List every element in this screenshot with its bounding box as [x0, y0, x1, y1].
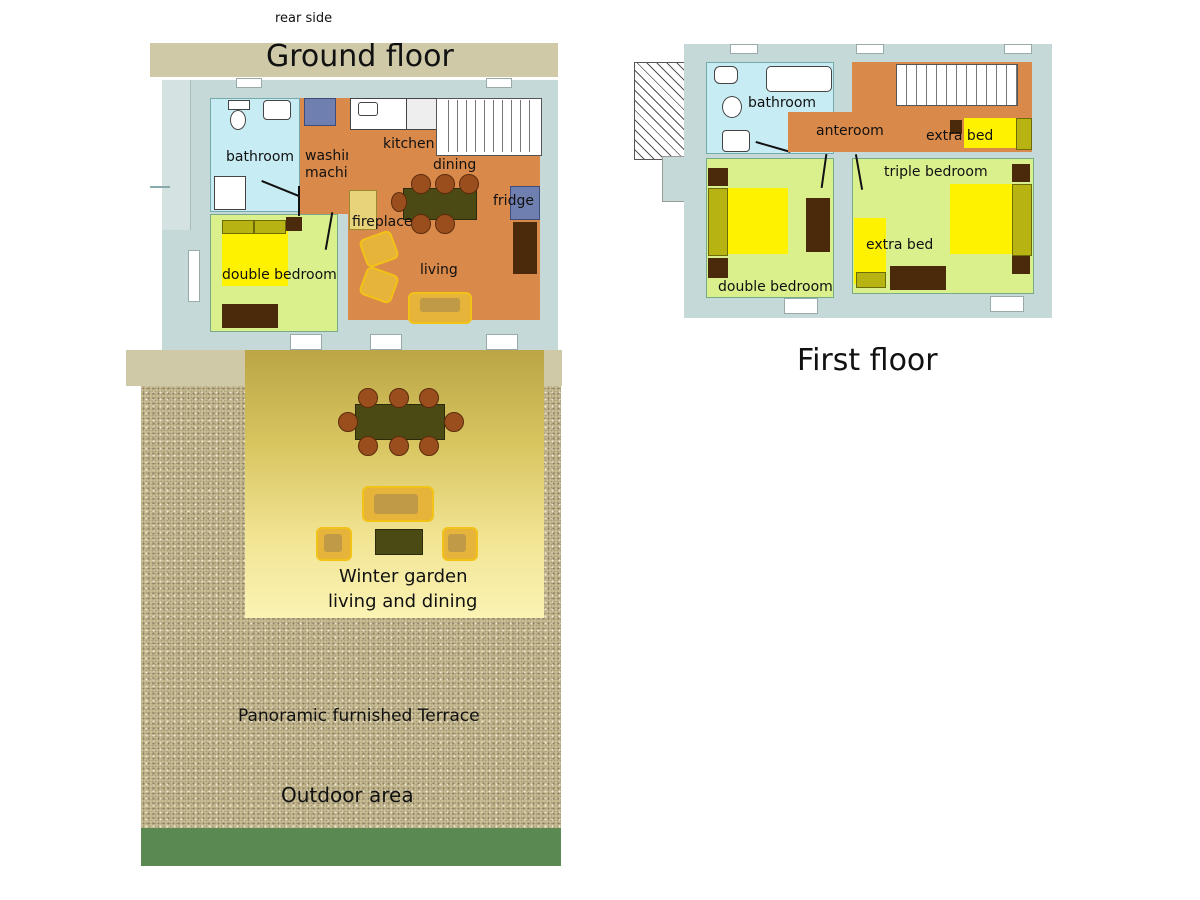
dining-chair: [358, 388, 378, 408]
fridge-icon: [510, 186, 540, 220]
wardrobe: [806, 198, 830, 252]
window: [990, 296, 1024, 312]
window: [236, 78, 262, 88]
wardrobe: [222, 304, 278, 328]
exterior-pillar: [662, 156, 688, 202]
ground-floor-ledge: [150, 186, 170, 188]
coffee-table: [375, 529, 423, 555]
ground-floor-title-band: [150, 43, 558, 77]
terrace-label: Panoramic furnished Terrace: [238, 706, 480, 726]
first-double-bedroom-label: double bedroom: [718, 279, 833, 295]
dining-chair: [435, 214, 455, 234]
dining-chair: [444, 412, 464, 432]
armchair-cushion: [324, 534, 342, 552]
toilet-icon: [722, 96, 742, 118]
staircase: [896, 64, 1018, 106]
nightstand: [950, 120, 962, 134]
dining-chair: [419, 436, 439, 456]
stove-icon: [406, 98, 438, 130]
extra-bed-top-label: extra bed: [926, 128, 994, 144]
nightstand: [1012, 164, 1030, 182]
pillow: [222, 220, 254, 234]
extra-bed-top: [964, 118, 1018, 148]
armchair-cushion: [448, 534, 466, 552]
pillow: [1016, 118, 1032, 150]
double-bed: [950, 184, 1012, 254]
window: [730, 44, 758, 54]
anteroom: [788, 112, 854, 152]
dining-label: dining: [433, 157, 477, 173]
toilet-icon: [228, 100, 250, 110]
dining-chair: [389, 436, 409, 456]
bathtub-icon: [766, 66, 832, 92]
pillow: [856, 272, 886, 288]
fireplace-label: fireplace: [352, 214, 413, 230]
window: [856, 44, 884, 54]
ground-floor-title: Ground floor: [266, 39, 454, 74]
dining-chair: [459, 174, 479, 194]
stone-stairs-outside: [634, 62, 688, 160]
armchair: [316, 527, 352, 561]
dining-chair: [391, 192, 407, 212]
extra-bed-left-label: extra bed: [866, 237, 934, 253]
first-bathroom-label: bathroom: [748, 95, 817, 111]
grass-strip: [141, 828, 561, 866]
window: [486, 334, 518, 350]
dining-chair: [358, 436, 378, 456]
sofa-cushion: [374, 494, 418, 514]
bidet-icon: [714, 66, 738, 84]
shower-icon: [214, 176, 246, 210]
window: [370, 334, 402, 350]
triple-bedroom-label: triple bedroom: [884, 164, 988, 180]
sink-icon: [722, 130, 750, 152]
window: [486, 78, 512, 88]
nightstand: [708, 168, 728, 186]
nightstand: [708, 258, 728, 278]
rear-side-label: rear side: [275, 11, 333, 26]
sofa-cushion: [420, 298, 460, 312]
nightstand: [286, 217, 302, 231]
nightstand: [1012, 256, 1030, 274]
kitchen-label: kitchen: [383, 136, 435, 152]
winter-dining-table: [355, 404, 445, 440]
winter-garden-label-1: Winter garden: [339, 566, 468, 587]
window: [784, 298, 818, 314]
sink-icon: [263, 100, 291, 120]
sideboard: [513, 222, 537, 274]
ground-bathroom-label: bathroom: [226, 149, 295, 165]
wardrobe: [890, 266, 946, 290]
washing-machine-icon: [304, 98, 336, 126]
ground-floor-side-wall: [162, 80, 191, 230]
dining-chair: [419, 388, 439, 408]
first-floor-title: First floor: [797, 343, 938, 378]
corridor-door: [298, 186, 300, 216]
anteroom-label: anteroom: [816, 123, 884, 139]
winter-garden-label-2: living and dining: [328, 591, 478, 612]
double-bed: [726, 188, 788, 254]
pillow: [254, 220, 286, 234]
bed-headboard: [1012, 184, 1032, 256]
kitchen-sink-icon: [358, 102, 378, 116]
window: [1004, 44, 1032, 54]
dining-chair: [338, 412, 358, 432]
window: [290, 334, 322, 350]
toilet-bowl-icon: [230, 110, 246, 130]
living-label: living: [420, 262, 458, 278]
ground-double-bedroom-label: double bedroom: [222, 267, 337, 283]
dining-chair: [435, 174, 455, 194]
fireplace-icon: [349, 190, 377, 230]
outdoor-area-label: Outdoor area: [281, 783, 414, 807]
dining-chair: [411, 214, 431, 234]
dining-chair: [389, 388, 409, 408]
bed-headboard: [708, 188, 728, 256]
stair-steps: [440, 100, 536, 152]
window: [188, 250, 200, 302]
fridge-label: fridge: [493, 193, 534, 209]
dining-chair: [411, 174, 431, 194]
